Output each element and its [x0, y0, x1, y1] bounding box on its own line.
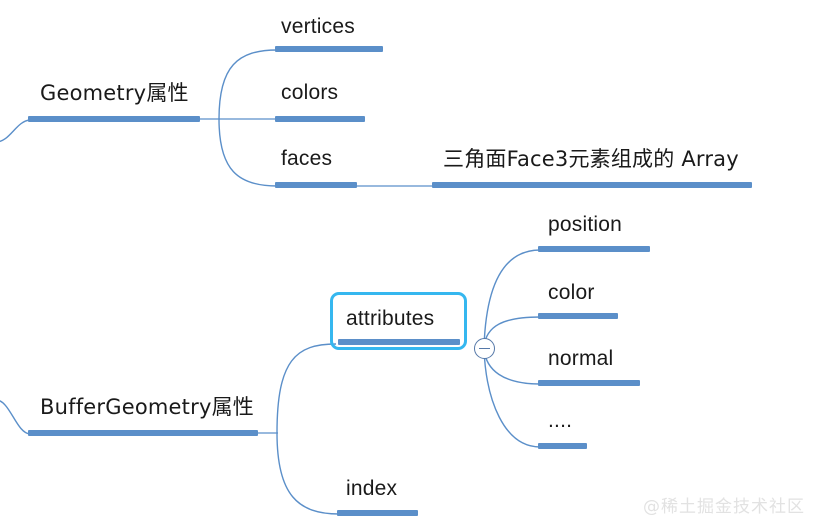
node-underline-position[interactable]	[538, 246, 650, 252]
collapse-toggle-attributes[interactable]	[474, 338, 495, 359]
node-label-face3-array[interactable]: 三角面Face3元素组成的 Array	[443, 147, 739, 171]
connector-geometry-vertices	[218, 49, 278, 120]
node-label-attributes[interactable]: attributes	[346, 307, 435, 330]
node-underline-geometry-root[interactable]	[28, 116, 200, 122]
node-label-color[interactable]: color	[548, 281, 595, 304]
node-underline-faces[interactable]	[275, 182, 357, 188]
node-label-geometry-root[interactable]: Geometry属性	[40, 81, 189, 105]
node-label-faces[interactable]: faces	[281, 147, 333, 170]
connector-geometry-faces	[218, 118, 278, 187]
node-label-buffergeometry-root[interactable]: BufferGeometry属性	[40, 395, 254, 419]
connector-attributes-position	[483, 249, 541, 348]
connector-root-geometry	[0, 119, 31, 142]
minus-icon	[479, 348, 490, 349]
node-underline-ellipsis[interactable]	[538, 443, 587, 449]
node-label-normal[interactable]: normal	[548, 347, 614, 370]
node-label-index[interactable]: index	[346, 477, 398, 500]
node-underline-attributes[interactable]	[338, 339, 460, 345]
selection-box-attributes[interactable]	[330, 292, 467, 350]
connector-root-buffergeometry	[0, 400, 31, 435]
connector-buffergeometry-attributes	[276, 343, 337, 434]
node-label-vertices[interactable]: vertices	[281, 15, 355, 38]
node-underline-colors[interactable]	[275, 116, 365, 122]
connector-attributes-ellipsis	[483, 348, 541, 448]
connector-buffergeometry-index	[276, 432, 340, 515]
node-label-ellipsis[interactable]: ....	[548, 409, 573, 432]
node-underline-face3-array[interactable]	[432, 182, 752, 188]
node-underline-color[interactable]	[538, 313, 618, 319]
node-underline-index[interactable]	[337, 510, 418, 516]
watermark: @稀土掘金技术社区	[643, 497, 805, 517]
node-underline-vertices[interactable]	[275, 46, 383, 52]
node-underline-normal[interactable]	[538, 380, 640, 386]
node-label-colors[interactable]: colors	[281, 81, 339, 104]
node-underline-buffergeometry-root[interactable]	[28, 430, 258, 436]
node-label-position[interactable]: position	[548, 213, 622, 236]
